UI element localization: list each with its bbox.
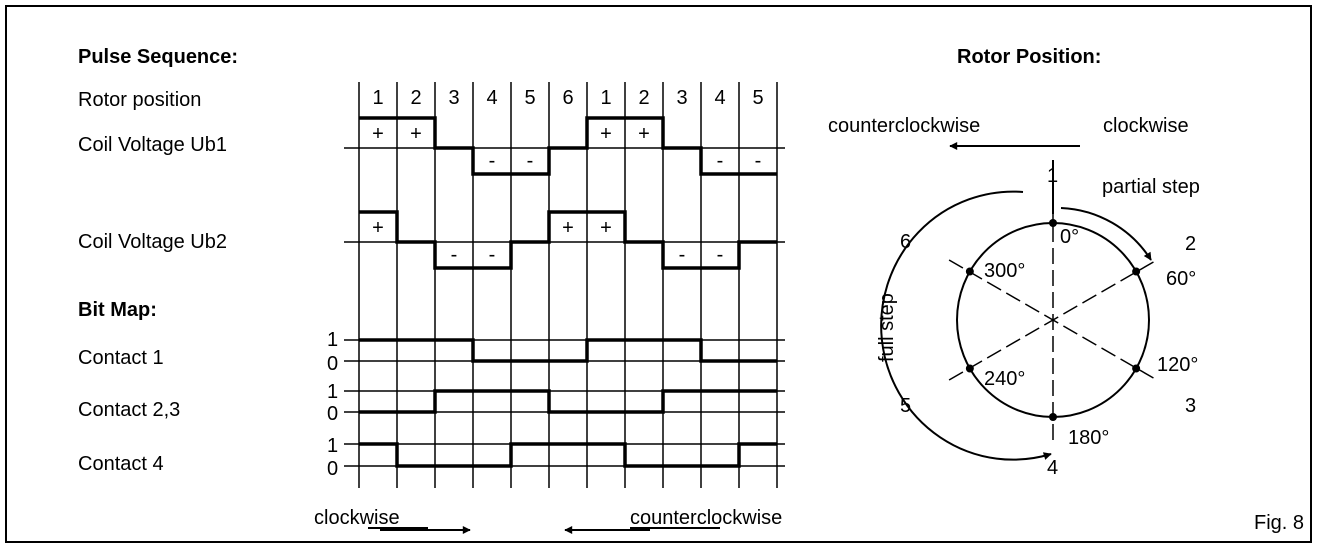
rotor-ccw-text: counterclockwise: [828, 115, 980, 137]
rotor-pos-3: 3: [1185, 395, 1196, 417]
position-number: 6: [562, 87, 573, 109]
rotor-dot: [965, 364, 974, 373]
position-number: 3: [448, 87, 459, 109]
contact23-label: Contact 2,3: [78, 399, 180, 421]
position-number: 2: [410, 87, 421, 109]
polarity-sign: -: [527, 150, 534, 172]
rotor-dot: [1049, 219, 1057, 227]
position-number: 2: [638, 87, 649, 109]
position-number: 1: [600, 87, 611, 109]
polarity-sign: -: [717, 150, 724, 172]
pulse-sequence-heading: Pulse Sequence:: [78, 46, 238, 68]
polarity-sign: +: [410, 123, 422, 145]
full-step-label: full step: [876, 293, 898, 362]
rotor-pos-2: 2: [1185, 233, 1196, 255]
ub1-trace: [359, 116, 777, 176]
c1-trace: [359, 338, 777, 363]
partial-step-arc: [1060, 207, 1152, 261]
rotor-dot: [1049, 413, 1057, 421]
rotor-diameter: [948, 259, 1158, 381]
polarity-sign: -: [679, 244, 686, 266]
polarity-sign: +: [638, 123, 650, 145]
rotor-drawing: [880, 160, 1158, 461]
c1-bit-one: 1: [327, 329, 338, 351]
ub1-waveform: + + - - + + - -: [359, 116, 777, 176]
rotor-pos-6: 6: [900, 231, 911, 253]
angle-120: 120°: [1157, 354, 1198, 376]
polarity-sign: -: [489, 150, 496, 172]
ub2-trace: [359, 210, 777, 270]
polarity-sign: -: [755, 150, 762, 172]
position-number: 5: [524, 87, 535, 109]
coil-ub1-label: Coil Voltage Ub1: [78, 134, 227, 156]
c23-bit-one: 1: [327, 381, 338, 403]
rotor-position-heading: Rotor Position:: [957, 46, 1101, 68]
rotor-dot: [1132, 267, 1141, 276]
angle-180: 180°: [1068, 427, 1109, 449]
position-number: 1: [372, 87, 383, 109]
polarity-sign: +: [600, 123, 612, 145]
polarity-sign: -: [451, 244, 458, 266]
polarity-sign: +: [562, 217, 574, 239]
rotor-pos-4: 4: [1047, 457, 1058, 479]
bottom-clockwise-text: clockwise: [314, 507, 400, 529]
contact1-waveform: [359, 338, 777, 363]
polarity-sign: -: [717, 244, 724, 266]
position-number: 5: [752, 87, 763, 109]
c1-bit-zero: 0: [327, 353, 338, 375]
rotor-pos-5: 5: [900, 395, 911, 417]
angle-240: 240°: [984, 368, 1025, 390]
rotor-position-row-label: Rotor position: [78, 89, 201, 111]
full-step-arc: [880, 190, 1052, 461]
figure-frame: [5, 5, 1312, 543]
position-number: 4: [714, 87, 725, 109]
angle-300: 300°: [984, 260, 1025, 282]
polarity-sign: +: [600, 217, 612, 239]
contact4-waveform: [359, 442, 777, 468]
bottom-counterclockwise-text: counterclockwise: [630, 507, 782, 529]
position-number-row: 1 2 3 4 5 6 1 2 3 4 5: [372, 87, 763, 109]
partial-step-label: partial step: [1102, 176, 1200, 198]
contact1-label: Contact 1: [78, 347, 164, 369]
c4-trace: [359, 442, 777, 468]
coil-ub2-label: Coil Voltage Ub2: [78, 231, 227, 253]
angle-0: 0°: [1060, 226, 1079, 248]
ub2-waveform: + - - + + - -: [359, 210, 777, 270]
polarity-sign: -: [489, 244, 496, 266]
rotor-cw-text: clockwise: [1103, 115, 1189, 137]
c4-bit-one: 1: [327, 435, 338, 457]
polarity-sign: +: [372, 217, 384, 239]
position-number: 4: [486, 87, 497, 109]
polarity-sign: +: [372, 123, 384, 145]
c23-trace: [359, 389, 777, 414]
rotor-dot: [965, 267, 974, 276]
rotor-dot: [1132, 364, 1141, 373]
bit-map-heading: Bit Map:: [78, 299, 157, 321]
c4-bit-zero: 0: [327, 458, 338, 480]
position-number: 3: [676, 87, 687, 109]
angle-60: 60°: [1166, 268, 1196, 290]
contact4-label: Contact 4: [78, 453, 164, 475]
figure-label: Fig. 8: [1254, 512, 1304, 534]
c23-bit-zero: 0: [327, 403, 338, 425]
contact23-waveform: [359, 389, 777, 414]
